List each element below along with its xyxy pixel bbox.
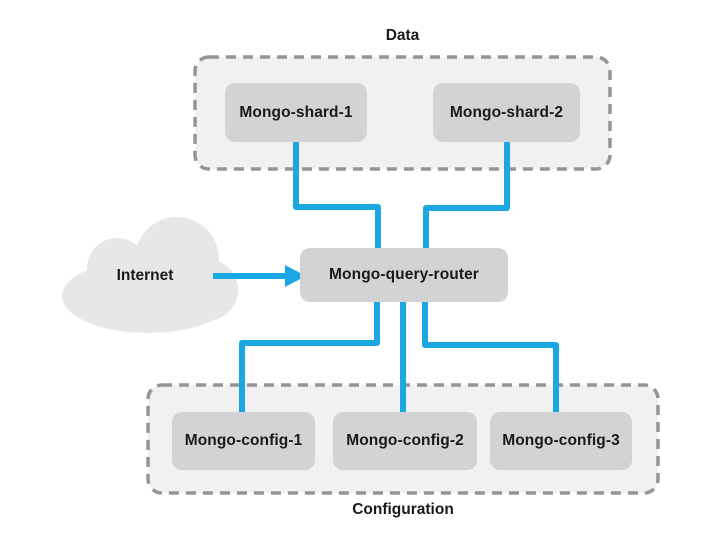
- configuration-group-label: Configuration: [352, 501, 454, 518]
- arrow-head-icon: [285, 265, 306, 287]
- data-group-label: Data: [385, 27, 420, 44]
- node-mongo-config-2: Mongo-config-2: [333, 412, 477, 470]
- edge-router-config3: [422, 298, 559, 416]
- node-mongo-config-3: Mongo-config-3: [490, 412, 632, 470]
- node-mongo-query-router: Mongo-query-router: [300, 248, 508, 302]
- node-mongo-shard-1: Mongo-shard-1: [225, 83, 367, 142]
- cloud-base: [62, 259, 234, 333]
- node-mongo-shard-2: Mongo-shard-2: [433, 83, 580, 142]
- edge-router-config1: [239, 298, 380, 416]
- edge-shard1-router: [293, 140, 381, 252]
- internet-to-router-arrow: [213, 265, 306, 287]
- node-mongo-config-1: Mongo-config-1: [172, 412, 315, 470]
- edge-shard2-router: [423, 140, 510, 252]
- internet-label: Internet: [116, 267, 174, 284]
